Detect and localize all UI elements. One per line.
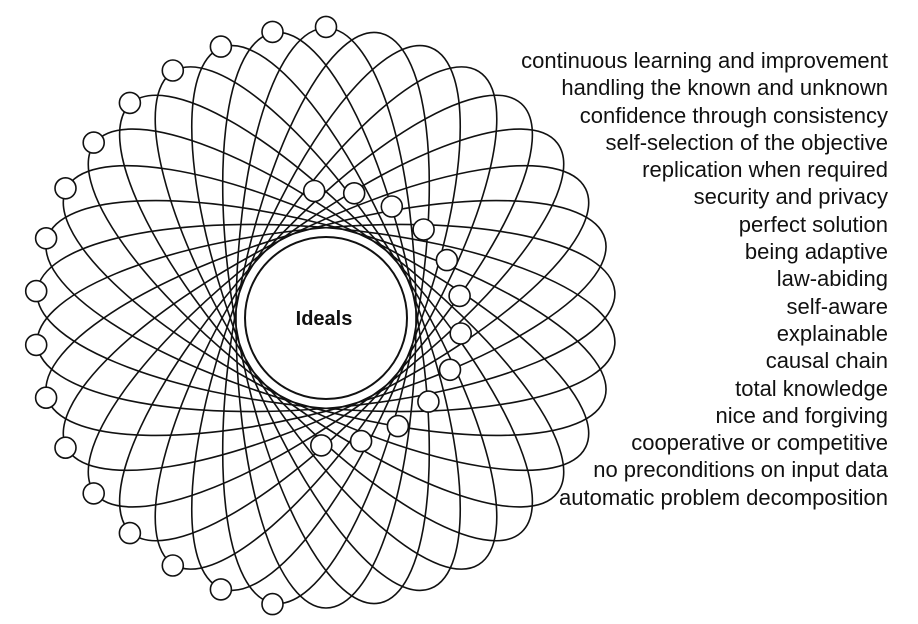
orbit-node (161, 59, 185, 82)
ideal-item: self-aware (786, 293, 888, 319)
ideal-item: total knowledge (735, 375, 888, 401)
ideal-item: perfect solution (738, 211, 888, 237)
orbit-node (34, 386, 58, 410)
ideal-item: explainable (776, 320, 888, 346)
ideal-item: nice and forgiving (715, 402, 888, 428)
orbit-node (412, 218, 435, 241)
ideal-item: self-selection of the objective (605, 129, 889, 155)
orbit-node (118, 521, 142, 545)
orbit-node (302, 179, 326, 203)
orbit-node (261, 592, 284, 616)
orbit-node (24, 333, 48, 357)
orbit-node (349, 429, 373, 453)
center-circle (244, 236, 408, 400)
orbit-node (54, 177, 77, 200)
orbit-node (448, 284, 471, 308)
orbit-node (82, 131, 105, 154)
orbit-node (314, 15, 338, 39)
ideal-item: law-abiding (776, 266, 888, 292)
orbit-node (261, 20, 284, 44)
ideal-item: being adaptive (744, 239, 888, 265)
orbit-node (417, 390, 440, 413)
ideal-item: continuous learning and improvement (521, 48, 888, 73)
ideal-item: cooperative or competitive (631, 430, 888, 456)
orbit-node (386, 414, 410, 438)
orbit-node (118, 91, 142, 115)
orbit-node (449, 322, 473, 345)
ideal-item: automatic problem decomposition (559, 484, 888, 510)
orbit-node (438, 358, 462, 382)
orbit-node (309, 434, 333, 457)
node-group (24, 15, 473, 616)
ideal-item: security and privacy (693, 184, 888, 210)
orbit-node (209, 578, 233, 601)
orbit-node (54, 436, 77, 460)
center-label: Ideals (296, 308, 353, 330)
orbit-node (82, 482, 105, 505)
orbit-node (34, 227, 58, 250)
orbit-node (435, 248, 459, 272)
orbit-node (380, 195, 404, 218)
orbit-node (342, 182, 366, 205)
ideal-item: handling the known and unknown (561, 75, 888, 101)
orbit-node (161, 554, 185, 577)
ideal-item: replication when required (642, 157, 888, 183)
ideal-item: no preconditions on input data (593, 457, 888, 483)
orbit-node (209, 35, 233, 58)
ideal-item: causal chain (765, 348, 888, 374)
orbit-node (24, 279, 48, 303)
ideal-item: confidence through consistency (579, 102, 888, 128)
